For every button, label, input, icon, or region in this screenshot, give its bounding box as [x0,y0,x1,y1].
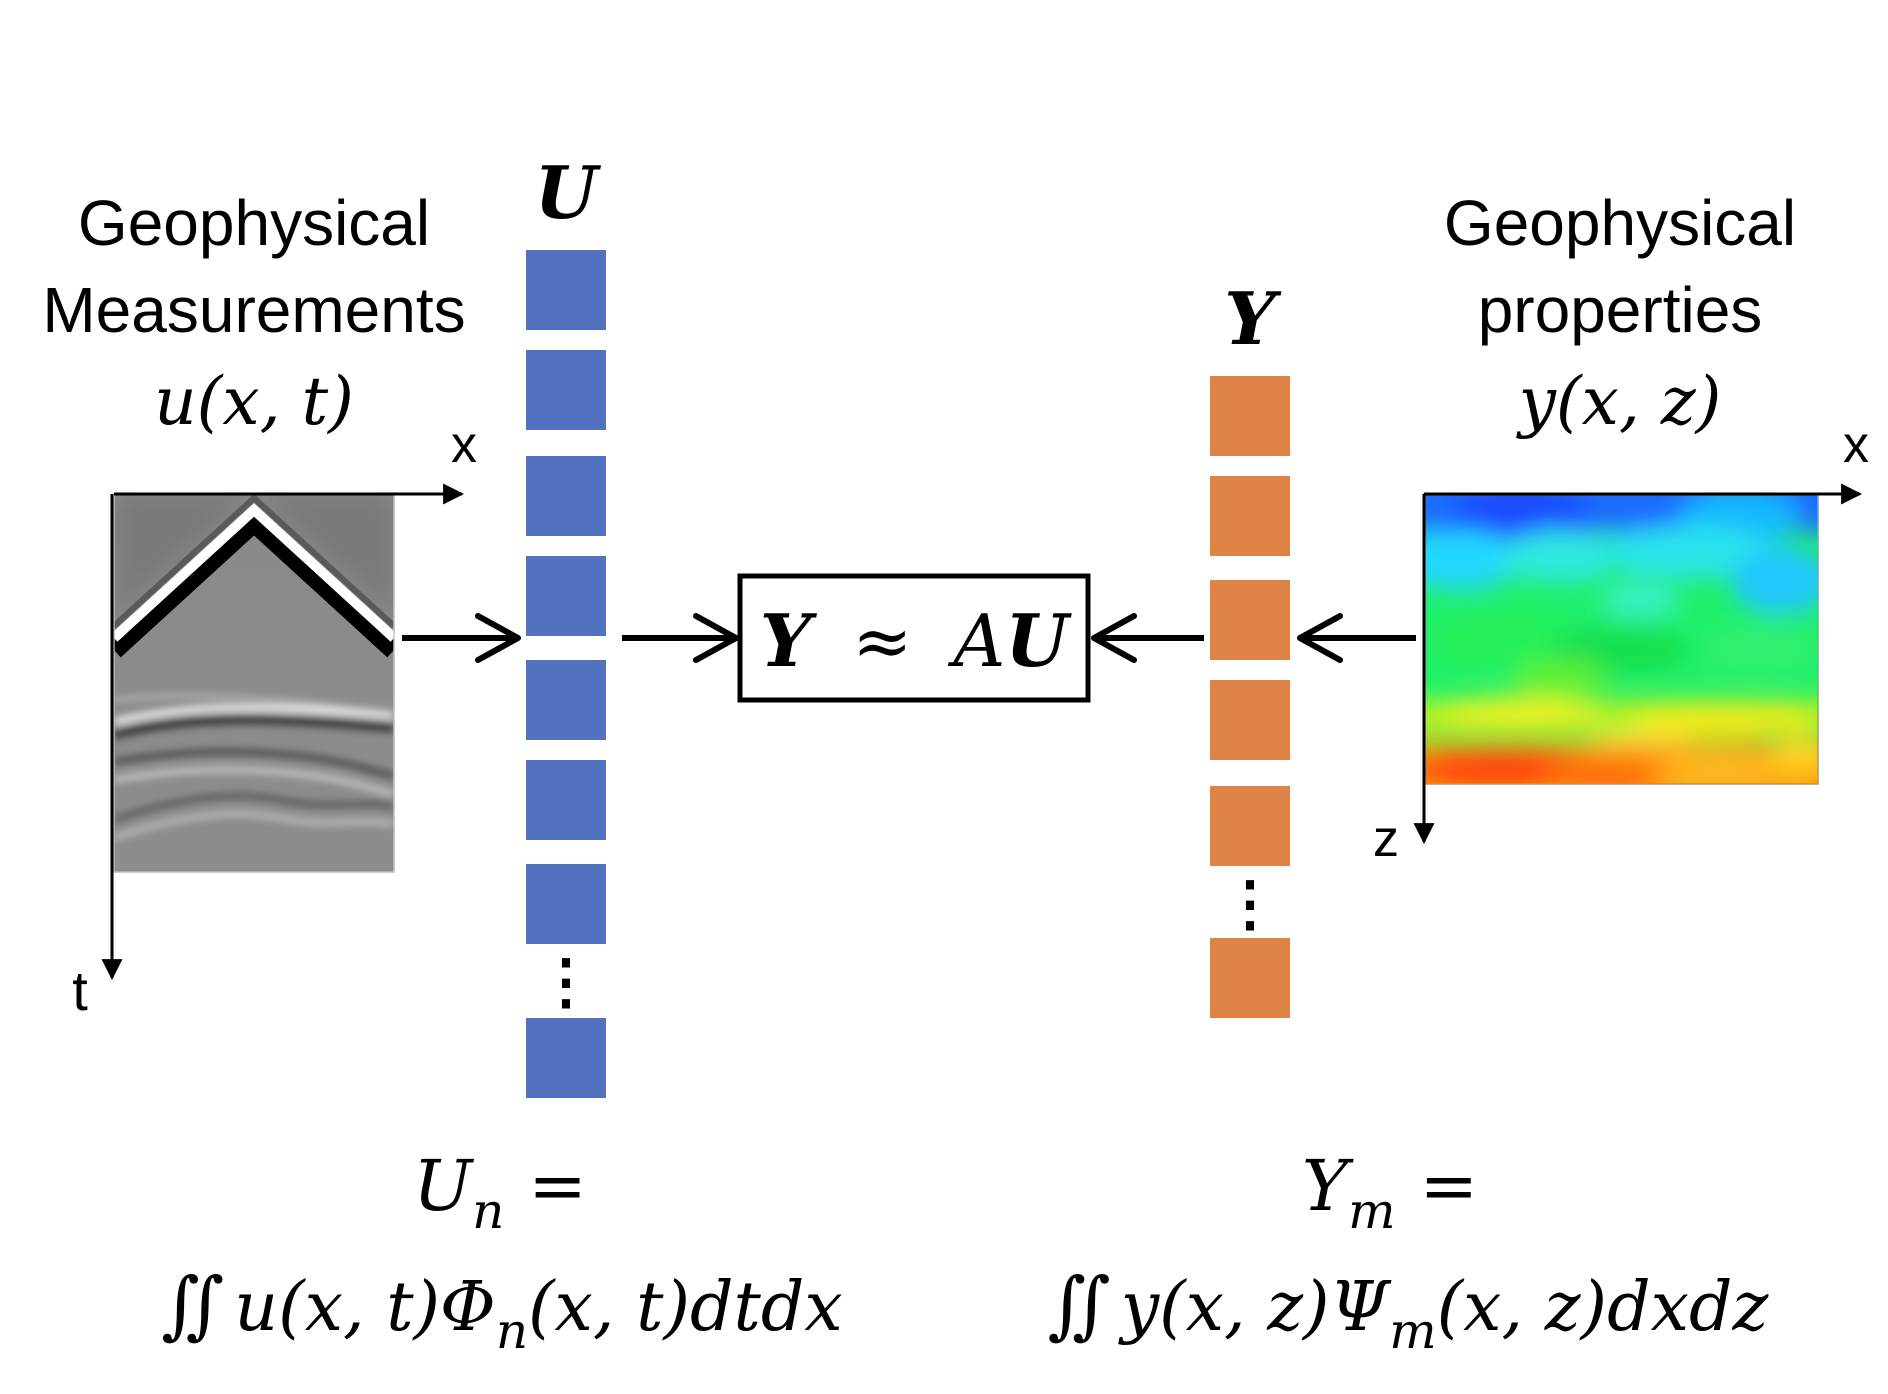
relation-box: Y ≈ AU [737,573,1091,703]
formula-u-line1: Un = [413,1145,587,1240]
seismic-gather-image [114,494,394,872]
vector-u-cell [526,350,606,430]
formula-u-line2: ∬u(x, t)Φn(x, t)dtdx [161,1262,842,1360]
formula-y-expr1: y(x, z)Ψ [1118,1268,1392,1347]
vector-u-cell [526,456,606,536]
left-title-line1: Geophysical [78,187,430,259]
formula-y-expr2: (x, z)dxdz [1437,1268,1770,1347]
formula-u-integral: ∬ [161,1262,224,1348]
vector-y-cell [1210,580,1290,660]
left-t-axis-label: t [72,959,88,1022]
left-measurements-block: Geophysical Measurements u(x, t) [42,187,477,1022]
right-function-label: y(x, z) [1516,363,1722,440]
relation-y: Y [760,598,818,683]
vector-y-cell [1210,680,1290,760]
relation-approx: ≈ [852,599,912,683]
left-x-axis-label: x [451,416,477,474]
formula-u: Un= ∬u(x, t)Φn(x, t)dtdx [161,1145,842,1360]
arrow-properties-to-y [1297,613,1416,663]
arrow-u-to-relation [622,613,739,663]
relation-a: A [947,599,1005,683]
vector-y-cell [1210,938,1290,1018]
formula-y-line2: ∬y(x, z)Ψm(x, z)dxdz [1048,1262,1770,1360]
right-title-line1: Geophysical [1444,187,1796,259]
relation-equation: Y ≈ AU [760,598,1073,683]
vector-u-cells [526,250,606,1098]
vector-u: U ⋮ [526,150,606,1098]
arrow-y-to-relation [1091,613,1204,663]
vector-u-cell [526,660,606,740]
vector-u-cell [526,760,606,840]
right-x-axis-label: x [1843,416,1869,474]
vector-u-cell [526,250,606,330]
formula-u-expr1: u(x, t)Φ [234,1268,496,1347]
vector-u-label: U [535,150,602,235]
formula-y: Ym= ∬y(x, z)Ψm(x, z)dxdz [1048,1145,1770,1360]
formula-u-subscript: n [472,1182,504,1240]
vector-y-ellipsis: ⋮ [1220,870,1280,937]
formula-y-integral: ∬ [1048,1262,1111,1348]
vector-u-ellipsis: ⋮ [536,948,596,1015]
left-title-line2: Measurements [42,274,465,346]
right-title-line2: properties [1478,274,1763,346]
vector-y-label: Y [1224,276,1282,361]
vector-u-cell [526,864,606,944]
formula-u-phi-subscript: n [496,1302,528,1360]
velocity-model-image [1424,494,1818,784]
vector-y-cells [1210,376,1290,1018]
vector-y-cell [1210,786,1290,866]
vector-y-cell [1210,476,1290,556]
relation-u: U [1005,598,1072,683]
formula-y-subscript: m [1348,1182,1395,1240]
formula-u-symbol: U [413,1145,474,1227]
vector-y: Y ⋮ [1210,276,1290,1018]
vector-u-cell [526,1018,606,1098]
right-properties-block: Geophysical properties y(x, z) [1373,187,1869,868]
vector-y-cell [1210,376,1290,456]
formula-y-symbol: Y [1302,1145,1354,1227]
formula-y-psi-subscript: m [1389,1302,1436,1360]
left-function-label: u(x, t) [154,363,354,440]
vector-u-cell [526,556,606,636]
arrow-measurements-to-u [402,613,521,663]
formula-u-expr2: (x, t)dtdx [528,1268,843,1347]
formula-u-equals: = [528,1145,587,1227]
right-z-axis-label: z [1373,810,1399,868]
formula-y-line1: Ym = [1302,1145,1478,1240]
formula-y-equals: = [1419,1145,1478,1227]
